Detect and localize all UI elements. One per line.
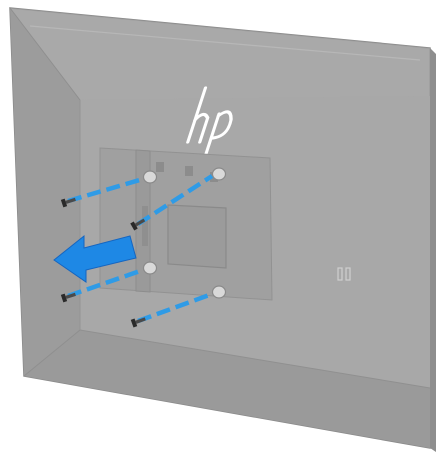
monitor-edge (430, 48, 436, 452)
mount-hole-top-right (213, 168, 226, 180)
mount-hole-bottom-left (144, 262, 157, 274)
vesa-slot-2 (185, 166, 193, 176)
bevel-top (10, 8, 430, 100)
vesa-slot-4 (142, 206, 148, 246)
vesa-inner-square (168, 205, 226, 268)
vesa-slot-1 (156, 162, 164, 172)
mount-hole-top-left (144, 171, 157, 183)
mount-hole-bottom-right (213, 286, 226, 298)
